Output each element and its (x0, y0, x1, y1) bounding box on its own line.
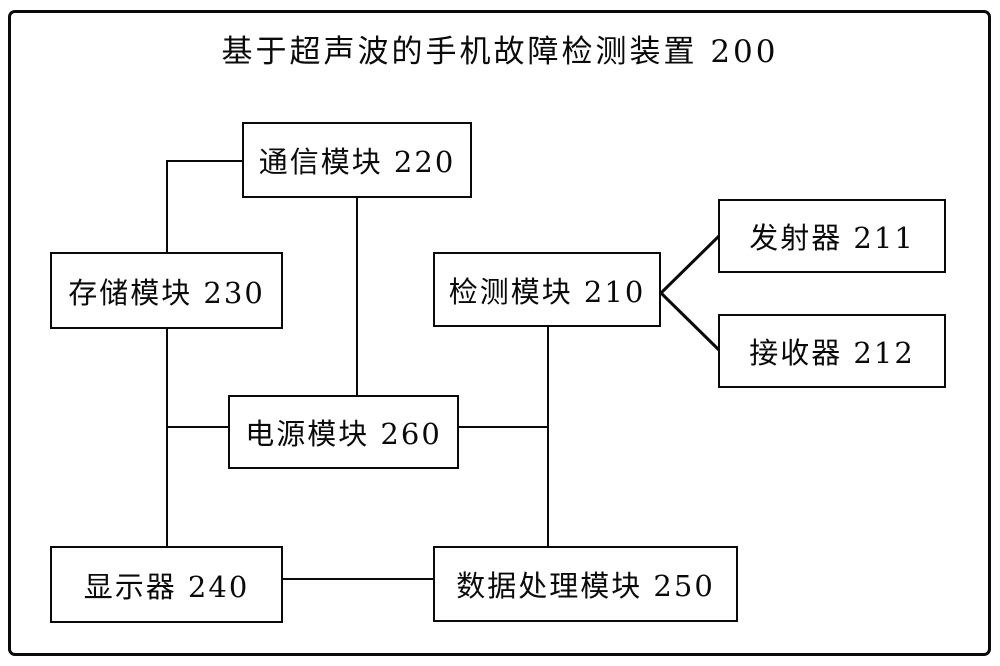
node-storage-module: 存储模块 230 (50, 252, 283, 329)
node-data-processing-module: 数据处理模块 250 (433, 546, 738, 622)
node-communication-module: 通信模块 220 (242, 122, 472, 198)
node-detection-module: 检测模块 210 (433, 252, 661, 327)
connector-detect-transmitter (659, 234, 721, 295)
node-power-module: 电源模块 260 (228, 395, 459, 469)
node-display: 显示器 240 (50, 546, 283, 623)
node-transmitter: 发射器 211 (718, 199, 946, 273)
connector-detect-receiver (659, 291, 721, 352)
figure-title: 基于超声波的手机故障检测装置 200 (221, 34, 779, 70)
node-receiver: 接收器 212 (718, 314, 946, 388)
